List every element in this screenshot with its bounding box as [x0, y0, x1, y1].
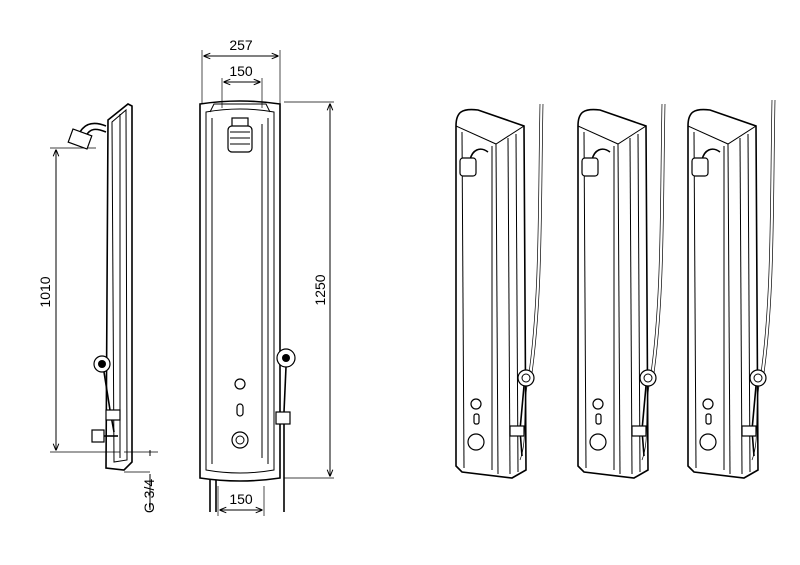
front-view — [199, 50, 334, 516]
perspective-variant-1 — [455, 103, 544, 479]
dimension-1250-label: 1250 — [312, 274, 328, 305]
dimension-g34-label: G 3/4 — [141, 479, 157, 513]
side-view — [50, 103, 158, 510]
dimension-257-label: 257 — [229, 37, 253, 53]
perspective-variant-3 — [687, 99, 776, 479]
dimension-1010-label: 1010 — [37, 276, 53, 307]
perspective-variant-2 — [577, 103, 666, 479]
dimension-150-bottom-label: 150 — [229, 491, 253, 507]
dimension-150-top-label: 150 — [229, 63, 253, 79]
